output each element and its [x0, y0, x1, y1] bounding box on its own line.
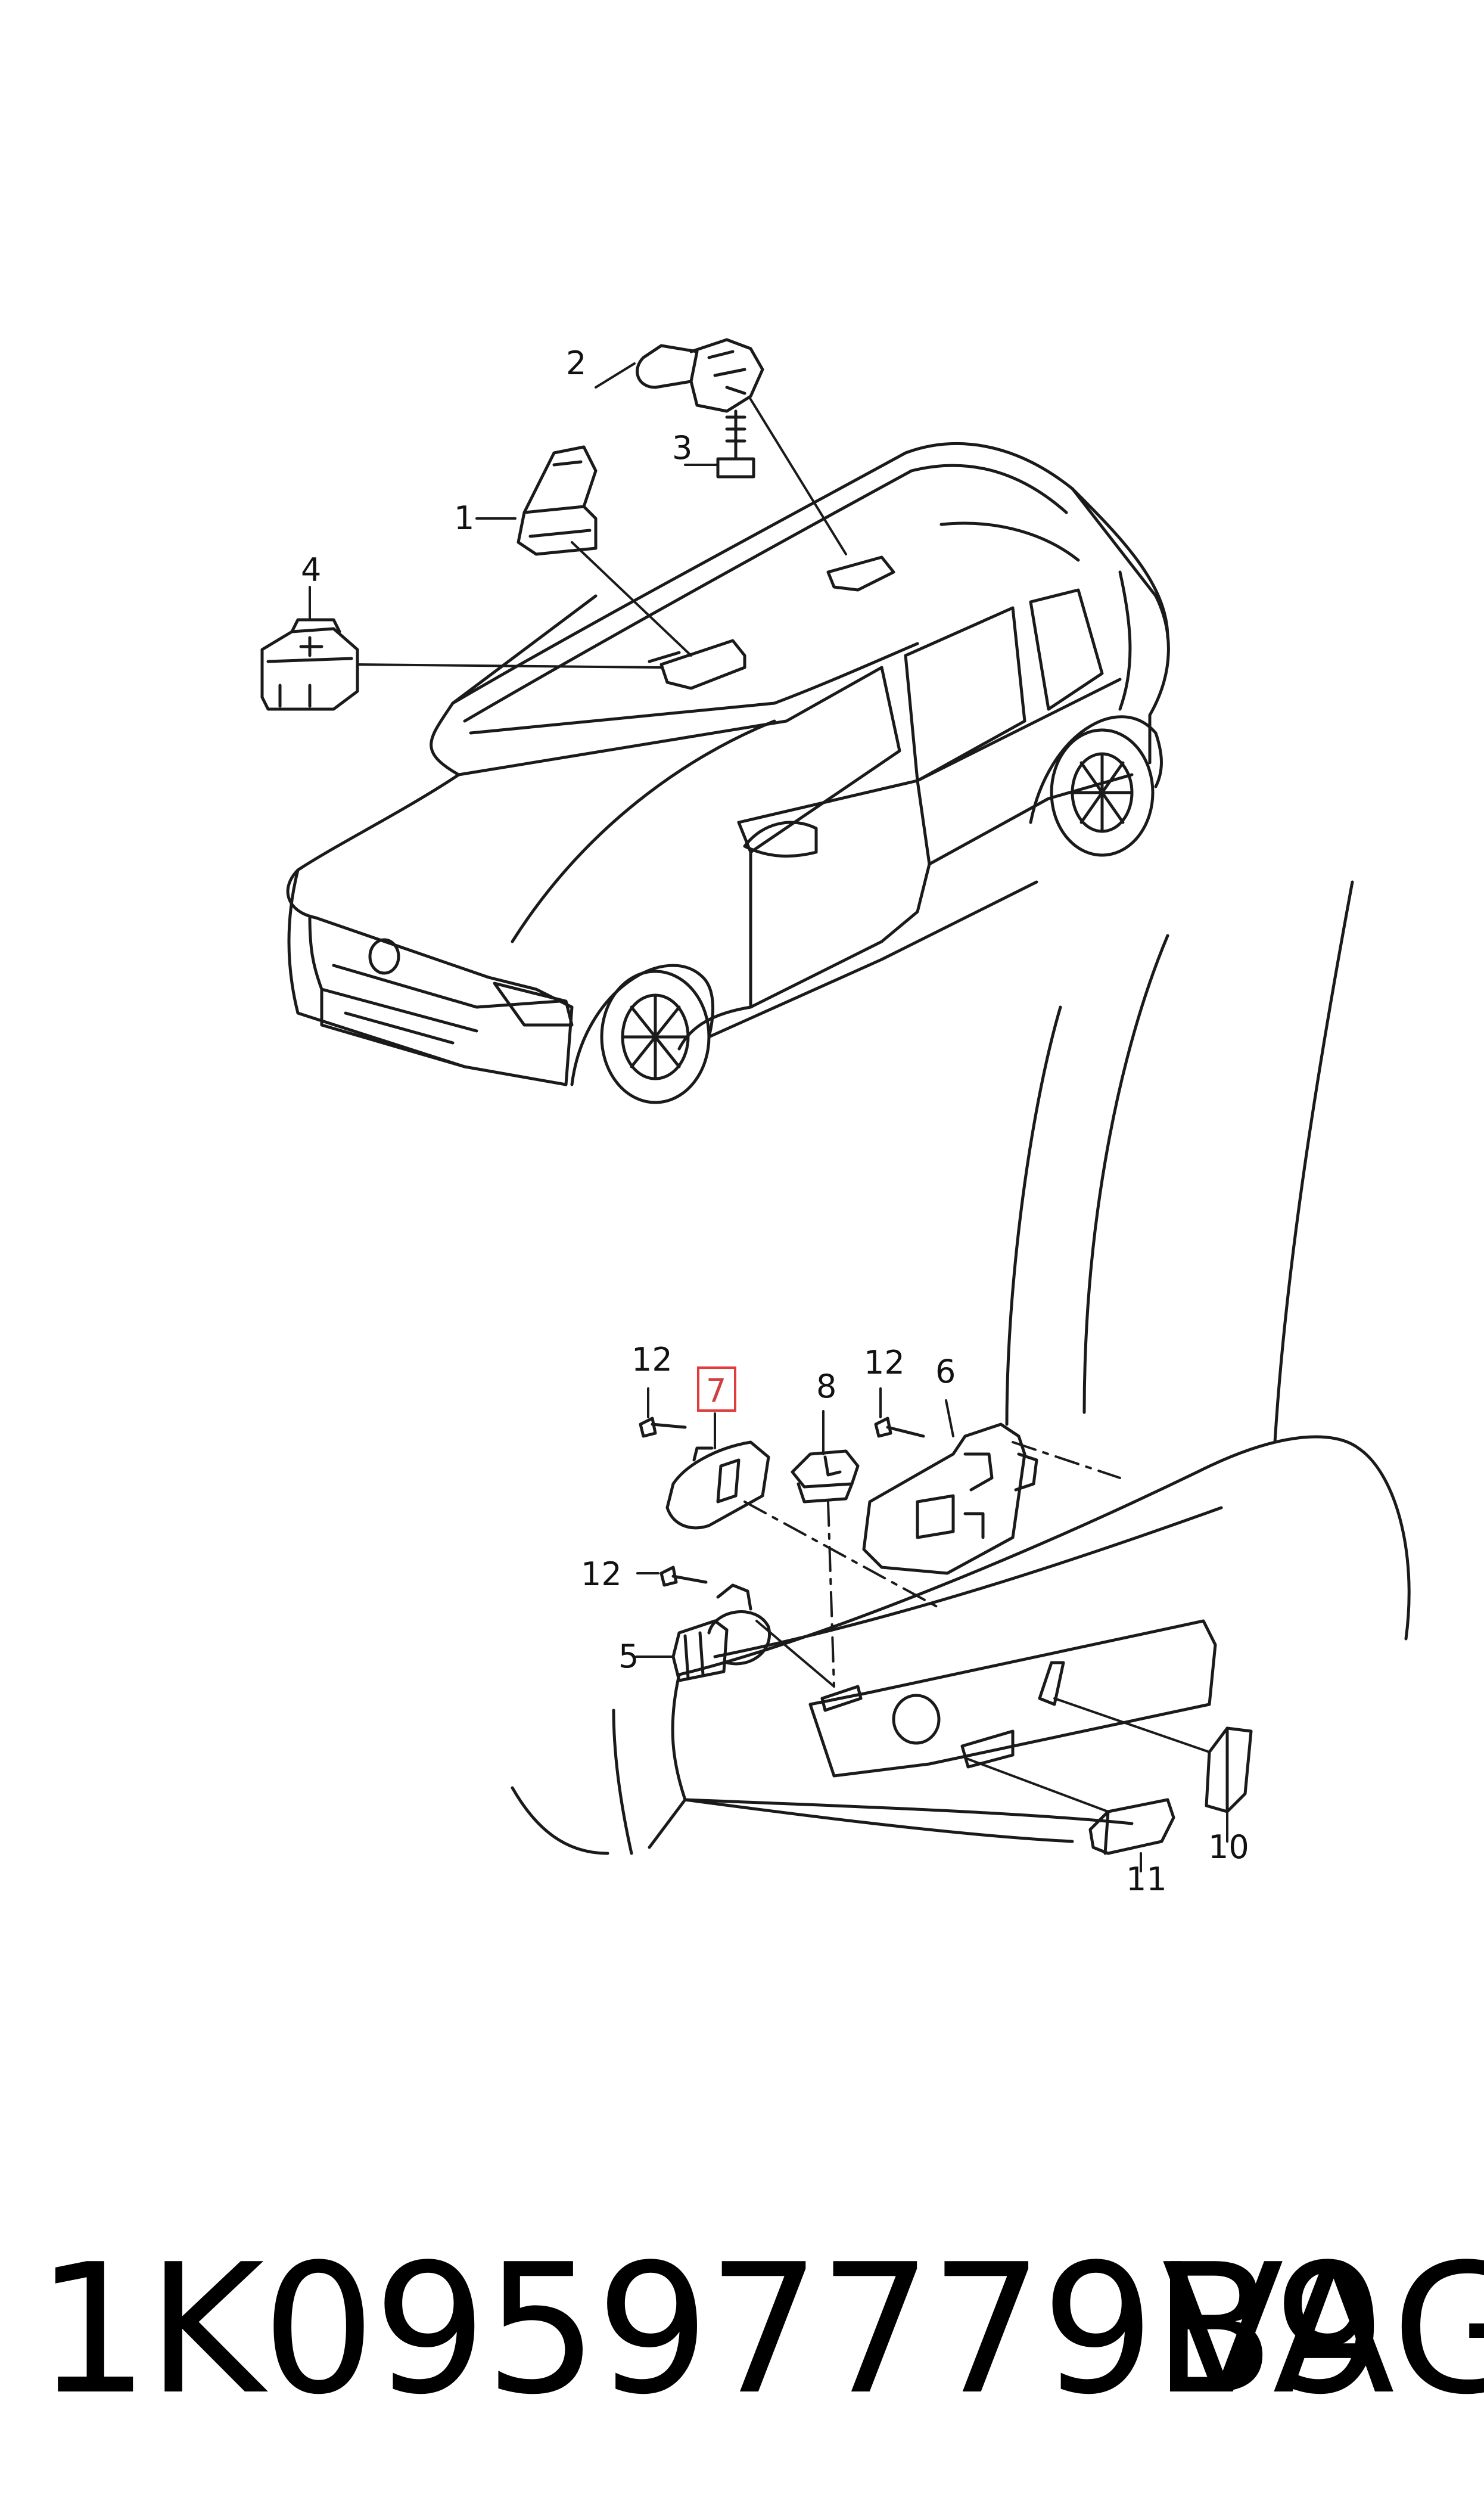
part-6-control-unit: [862, 1422, 1038, 1575]
car-illustration: [286, 442, 1170, 1104]
leader-lines-top: [309, 362, 847, 669]
seat-illustration: [511, 880, 1411, 1855]
callout-1[interactable]: 1: [454, 499, 474, 537]
callouts: 2 3 1 4 12 8 12 6 12 5 10 11: [301, 344, 1249, 1898]
screws-12: [639, 1417, 925, 1587]
part-8-switch: [791, 1449, 860, 1504]
part-number: 1K09597779B9: [36, 2226, 1386, 2434]
part-11-button: [1088, 1798, 1175, 1855]
callout-7-highlight[interactable]: 7: [697, 1366, 736, 1412]
part-2-sensor: [636, 338, 764, 413]
callout-12-b[interactable]: 12: [864, 1344, 905, 1381]
part-10-button: [1205, 1726, 1253, 1813]
callout-8[interactable]: 8: [816, 1368, 836, 1405]
callout-3[interactable]: 3: [672, 429, 692, 467]
callout-5[interactable]: 5: [618, 1638, 639, 1675]
dash-lines-seat: [743, 1441, 1121, 1688]
callout-2[interactable]: 2: [566, 344, 586, 382]
callout-4[interactable]: 4: [301, 551, 321, 589]
footer: 1K09597779B9 VAG: [0, 2229, 1484, 2431]
callout-12-a[interactable]: 12: [631, 1341, 673, 1378]
brand-label: VAG: [1162, 2226, 1484, 2434]
leader-lines-seat: [635, 1387, 1228, 1872]
callout-7[interactable]: 7: [706, 1372, 726, 1409]
part-5-actuator: [671, 1583, 771, 1682]
part-4-switch-module: [260, 618, 359, 711]
part-3-screw: [716, 409, 755, 479]
callout-6[interactable]: 6: [935, 1353, 956, 1390]
part-1-switch: [517, 445, 598, 556]
callout-12-c[interactable]: 12: [581, 1555, 622, 1593]
callout-11[interactable]: 11: [1126, 1860, 1167, 1898]
callout-10[interactable]: 10: [1208, 1828, 1249, 1866]
part-7-cover: [665, 1440, 770, 1530]
